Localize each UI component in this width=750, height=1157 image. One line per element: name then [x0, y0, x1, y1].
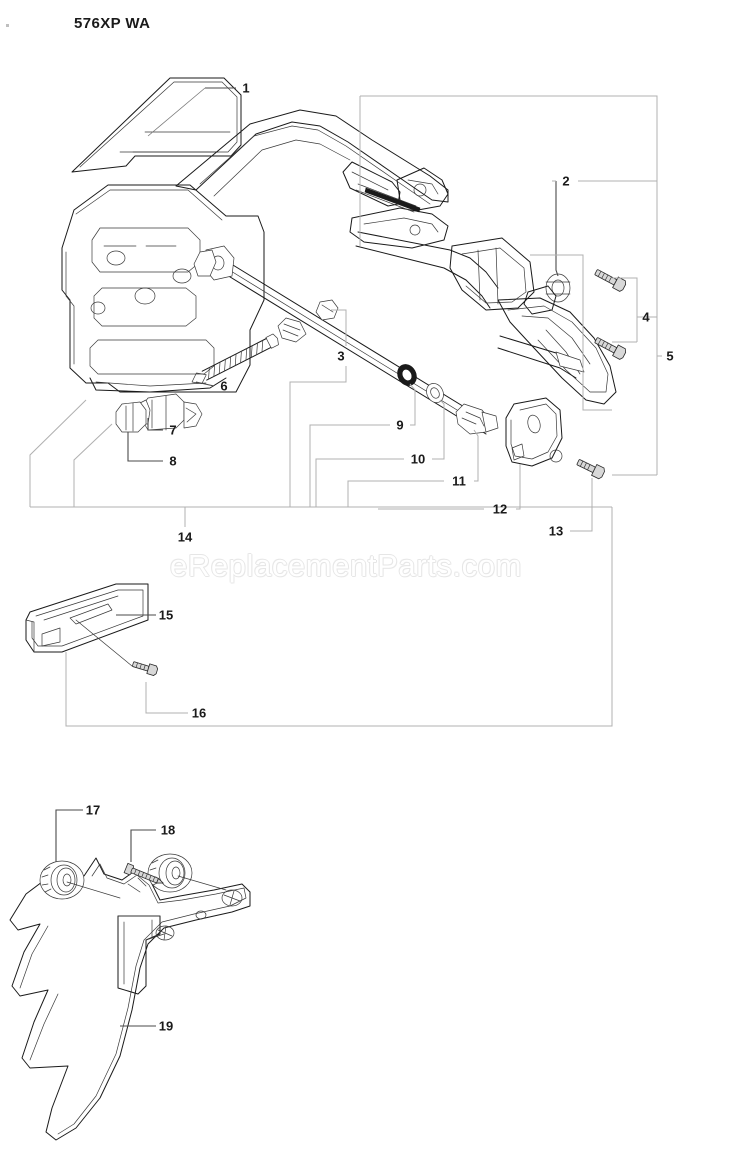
callout-9[interactable]: 9 [396, 417, 404, 433]
leader-17 [55, 809, 83, 862]
callout-7[interactable]: 7 [169, 422, 177, 438]
callout-16[interactable]: 16 [191, 705, 207, 721]
bracket-3-bottom [289, 366, 347, 507]
part-8-bushing [115, 401, 147, 433]
handle-shell-body [61, 184, 265, 393]
bracket-15-16-group [65, 507, 613, 727]
callout-2[interactable]: 2 [562, 173, 570, 189]
callout-19[interactable]: 19 [158, 1018, 174, 1034]
part-1-top-cover [71, 77, 242, 173]
leader-16 [145, 682, 188, 714]
part-16-screw [75, 619, 159, 676]
bracket-4-bottom [582, 342, 612, 411]
part-17-bushings [39, 853, 227, 900]
callout-14[interactable]: 14 [177, 529, 193, 545]
leader-lines-group [29, 87, 662, 1027]
callout-5[interactable]: 5 [666, 348, 674, 364]
corner-registration-dot [6, 24, 9, 27]
bracket-5 [360, 95, 658, 475]
bracket-4-top [530, 254, 584, 342]
callout-6[interactable]: 6 [220, 378, 228, 394]
callout-13[interactable]: 13 [548, 523, 564, 539]
part-4-screws [594, 269, 627, 360]
front-handle-mount [355, 231, 617, 405]
part-18-screw [123, 862, 165, 884]
part-19-bumper-spike [9, 857, 251, 1141]
leader-13 [570, 478, 593, 532]
leader-10-left [315, 458, 404, 507]
leader-18 [130, 829, 156, 862]
leader-11-left [347, 480, 444, 507]
part-13-bolt [576, 459, 605, 480]
callout-11[interactable]: 11 [452, 473, 466, 489]
leader-1-tail [147, 87, 206, 137]
part-15-rear-cover [25, 583, 149, 653]
leader-10-right [432, 399, 445, 460]
leader-2 [555, 181, 559, 277]
callout-18[interactable]: 18 [160, 822, 176, 838]
callout-12[interactable]: 12 [492, 501, 508, 517]
leader-12-right [516, 464, 521, 510]
callout-10[interactable]: 10 [410, 451, 426, 467]
leader-9-right [409, 383, 416, 426]
top-handle-bar [175, 109, 449, 249]
bracket-3-top [331, 309, 347, 346]
callout-17[interactable]: 17 [85, 802, 101, 818]
bracket-14-left-riser [29, 399, 87, 507]
leader-6 [195, 381, 215, 387]
callout-1[interactable]: 1 [242, 80, 250, 96]
page-title: 576XP WA [74, 15, 151, 32]
part-3-handle-rod [193, 245, 499, 435]
leader-9-left [309, 424, 390, 507]
callout-3[interactable]: 3 [337, 348, 345, 364]
callout-4[interactable]: 4 [642, 309, 650, 325]
leader-7 [147, 418, 163, 431]
callout-8[interactable]: 8 [169, 453, 177, 469]
leader-8 [127, 432, 163, 462]
bracket-14-inner-riser [73, 423, 113, 507]
part-12-mount-bracket [505, 397, 563, 467]
callout-15[interactable]: 15 [158, 607, 174, 623]
bracket-4-right-top [612, 277, 638, 342]
leader-11-right [473, 429, 479, 482]
part-6-spring [191, 333, 279, 385]
